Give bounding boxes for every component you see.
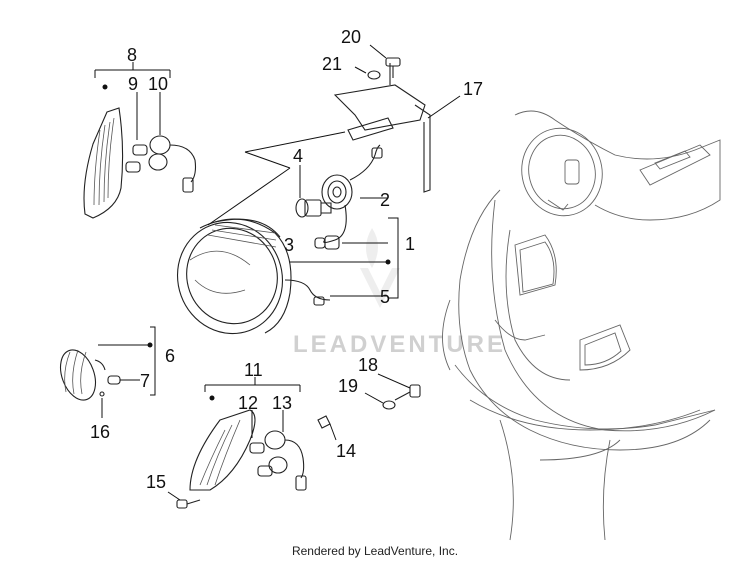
callout-7: 7 [140,371,150,391]
screw-20 [369,44,401,78]
callout-19: 19 [338,376,358,396]
callout-4: 4 [293,146,303,166]
watermark-logo [360,228,400,308]
callout-13: 13 [272,393,292,413]
callout-2: 2 [380,190,390,210]
callout-18: 18 [358,355,378,375]
headlight-bulb [295,165,332,218]
turn-signal-assembly-right [189,409,331,491]
footer-credit: Rendered by LeadVenture, Inc. [291,544,459,558]
leader-dot-8 [102,84,108,90]
scooter-front-outline [442,110,721,541]
callout-3: 3 [284,235,294,255]
scooter-headlight-housing [521,127,603,217]
bulb-holder [321,144,383,244]
callout-6: 6 [165,346,175,366]
callout-10: 10 [148,74,168,94]
screw-18 [377,373,421,401]
bracket-1 [388,217,399,299]
callout-14: 14 [336,441,356,461]
headlight-bracket [333,63,461,193]
parking-bulb [314,235,340,250]
callout-8: 8 [127,45,137,65]
turn-signal-assembly-left [83,107,197,219]
callout-12: 12 [238,393,258,413]
screw-15 [167,491,201,509]
callout-17: 17 [463,79,483,99]
callout-11: 11 [244,360,263,380]
front-marker-light [59,349,121,401]
callout-9: 9 [128,74,138,94]
bracket-6 [150,326,156,396]
headlight-assembly [176,218,331,335]
callout-5: 5 [380,287,390,307]
watermark-text: LEADVENTURE [293,331,506,358]
callout-20: 20 [341,27,361,47]
callout-16: 16 [90,422,110,442]
washer-21 [354,66,381,80]
callout-1: 1 [405,234,415,254]
callout-21: 21 [322,54,342,74]
washer-19 [364,392,396,410]
callout-15: 15 [146,472,166,492]
